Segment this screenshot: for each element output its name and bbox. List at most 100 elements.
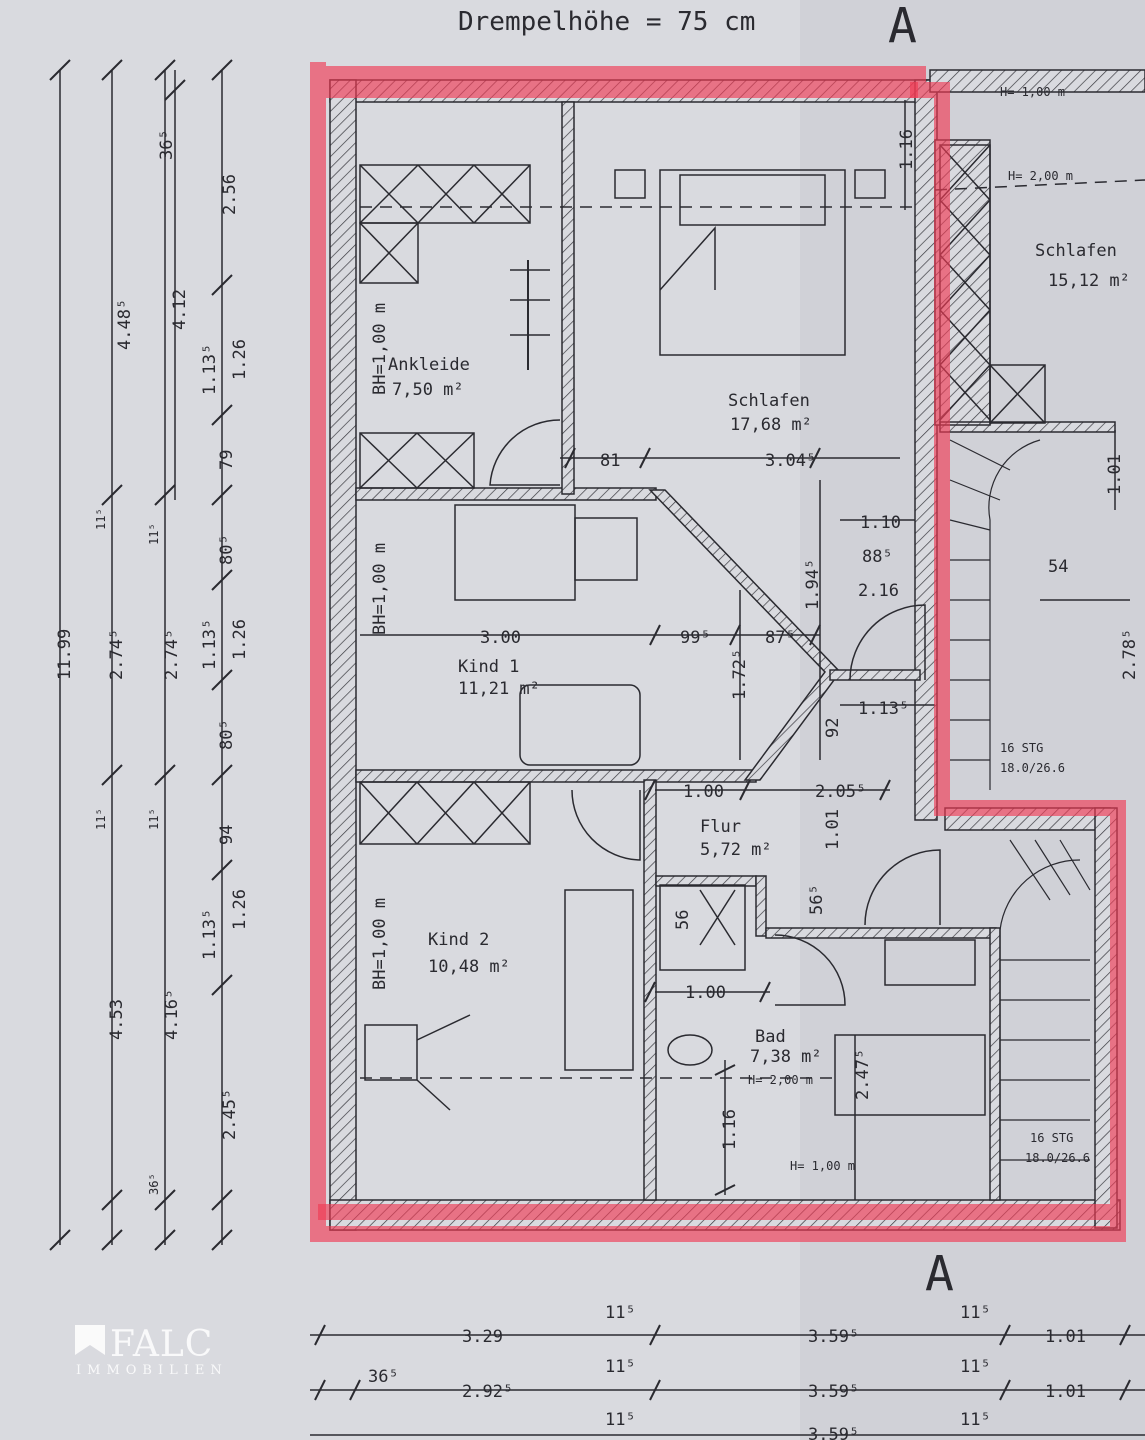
dim-left-d5: 2.74⁵ [162,629,182,680]
plan-title: Drempelhöhe = 75 cm [458,7,755,37]
dim-inner-h: 99⁵ [680,628,711,648]
dim-bottom-s7: 11⁵ [960,1410,991,1430]
dim-left-d16: 94 [217,825,237,845]
room-kind2-name: Kind 2 [428,930,489,950]
note-stairs1: 16 STG [1000,741,1043,755]
dim-left-d22: 11⁵ [94,808,108,830]
dim-inner-q: 56 [673,910,693,930]
highlight-outline [310,62,1126,1242]
dim-left-d21: 11⁵ [147,523,161,545]
note-h100-bad: H= 1,00 m [790,1159,855,1173]
dim-left-d4: 4.12 [170,289,190,330]
bathtub [834,1034,986,1116]
wardrobes [359,144,1046,845]
room-flur-name: Flur [700,817,741,837]
sink [884,939,976,986]
dim-inner-u: 1.16 [897,129,917,170]
room-ankleide-name: Ankleide [388,355,470,375]
bed [659,169,846,356]
dim-bottom-r3b: 3.59⁵ [808,1425,859,1440]
dim-left-d15: 80⁵ [217,719,237,750]
room-kind2-area: 10,48 m² [428,957,510,977]
dim-inner-b: 3.04⁵ [765,451,816,471]
dim-inner-n: 2.05⁵ [815,782,866,802]
room-flur-area: 5,72 m² [700,840,772,860]
dim-inner-l: 92 [823,718,843,738]
note-bh-kind2: BH=1,00 m [370,898,390,990]
dim-left-d23: 11⁵ [147,808,161,830]
note-bh-kind1: BH=1,00 m [370,543,390,635]
dim-left-d3: 4.53 [107,999,127,1040]
dim-left-d1: 4.48⁵ [115,299,135,350]
dim-inner-k: 1.13⁵ [858,699,909,719]
dim-left-d9: 1.13⁵ [200,344,220,395]
watermark-logo: FALC IMMOBILIEN [75,1324,228,1378]
table [519,684,641,766]
dim-inner-r: 1.00 [685,983,726,1003]
toilet [667,1034,713,1066]
dim-left-d11: 80⁵ [217,534,237,565]
dim-inner-p: 56⁵ [807,884,827,915]
dim-bottom-r1a: 3.29 [462,1327,503,1347]
dim-left-d6: 4.16⁵ [162,989,182,1040]
furniture [364,169,986,1116]
dim-inner-o: 1.01 [823,809,843,850]
sofa [564,889,634,1071]
stairs [949,439,1091,1200]
room-neighbor-area: 15,12 m² [1048,271,1130,291]
left-dimensions: 11.99 4.48⁵ 2.74⁵ 4.53 4.12 2.74⁵ 4.16⁵ … [55,129,250,1195]
labels: Drempelhöhe = 75 cm A A Ankleide 7,50 m²… [370,0,1130,1302]
doors [489,419,941,1200]
dim-inner-f: 1.94⁵ [803,559,823,610]
dim-bottom-s5: 11⁵ [960,1357,991,1377]
logo-mark-icon [75,1325,105,1355]
note-h200-top: H= 2,00 m [1008,169,1073,183]
dim-inner-c: 1.10 [860,513,901,533]
dim-inner-j: 1.72⁵ [730,649,750,700]
note-stairs2-ratio: 18.0/26.6 [1025,1151,1090,1165]
logo-subtitle: IMMOBILIEN [76,1363,228,1378]
dim-inner-a: 81 [600,451,620,471]
room-neighbor-name: Schlafen [1035,241,1117,261]
dim-bottom-r1b: 3.59⁵ [808,1327,859,1347]
dim-left-d14: 79 [217,450,237,470]
dim-inner-i: 87⁵ [765,628,796,648]
logo-name: FALC [110,1324,213,1365]
desk [364,1024,418,1081]
section-marker-top: A [888,0,917,54]
room-schlafen-name: Schlafen [728,391,810,411]
dim-total: 11.99 [55,629,75,680]
room-ankleide-area: 7,50 m² [392,380,464,400]
dim-bottom-s4: 11⁵ [605,1357,636,1377]
dim-left-d2: 2.74⁵ [107,629,127,680]
dim-bottom-r1c: 1.01 [1045,1327,1086,1347]
section-marker-bottom: A [925,1246,954,1302]
note-stairs1-ratio: 18.0/26.6 [1000,761,1065,775]
dim-bottom-r2c: 1.01 [1045,1382,1086,1402]
dimension-ticks [49,59,1131,1401]
room-kind1-name: Kind 1 [458,657,519,677]
dim-bottom-r2b: 3.59⁵ [808,1382,859,1402]
dim-inner-x: 2.78⁵ [1120,629,1140,680]
note-stairs2: 16 STG [1030,1131,1073,1145]
dashed-lines [360,179,1145,1079]
dim-left-d17: 1.13⁵ [200,909,220,960]
dim-left-d10: 1.26 [230,339,250,380]
dim-left-d7: 36⁵ [157,129,177,160]
dim-inner-d: 88⁵ [862,547,893,567]
bottom-dimensions: 3.29 3.59⁵ 1.01 2.92⁵ 3.59⁵ 1.01 3.59⁵ 1… [368,1303,1086,1440]
dim-bottom-s6: 11⁵ [605,1410,636,1430]
dim-inner-s: 2.47⁵ [853,1049,873,1100]
dim-inner-m: 1.00 [683,782,724,802]
dim-left-d18: 1.26 [230,889,250,930]
dim-inner-g: 3.00 [480,628,521,648]
room-bad-name: Bad [755,1027,786,1047]
room-kind1-area: 11,21 m² [458,679,540,699]
dim-inner-w: 1.01 [1105,454,1125,495]
dim-inner-t: 1.16 [720,1109,740,1150]
room-schlafen-area: 17,68 m² [730,415,812,435]
dim-left-d24: 36⁵ [147,1173,161,1195]
dim-left-d20: 11⁵ [94,508,108,530]
room-bad-area: 7,38 m² [750,1047,822,1067]
